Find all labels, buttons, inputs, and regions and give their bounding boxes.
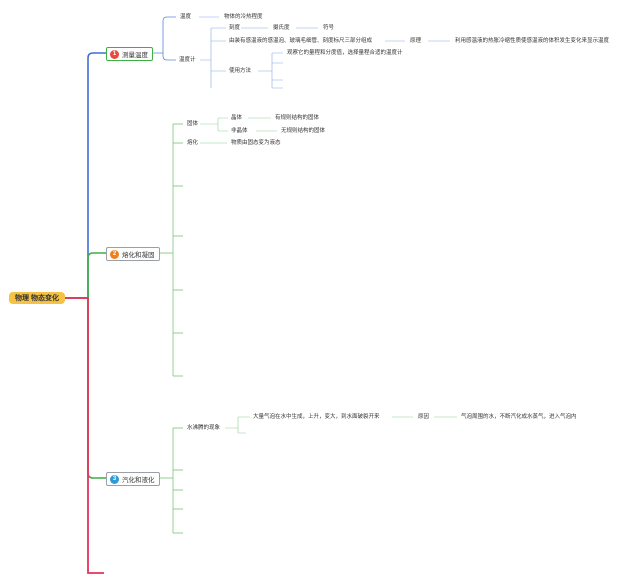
trunk-green (64, 252, 106, 299)
b1-usage-fan (258, 52, 283, 89)
node-scale[interactable]: 刻度 (229, 25, 241, 31)
number-badge-3: 3 (110, 474, 119, 484)
b1-thermo-fan (200, 27, 226, 88)
node-cause-label[interactable]: 原因 (418, 414, 430, 420)
node-usage-step[interactable]: 观察它的量程和分度值，选择量程合适的温度计 (287, 50, 403, 56)
node-amorphous-detail[interactable]: 无规则结构的固体 (281, 128, 326, 134)
branch-label: 汽化和液化 (122, 477, 155, 484)
branch-label: 熔化和凝固 (122, 252, 155, 259)
trunk-red (64, 297, 104, 574)
b2-connector (160, 123, 183, 377)
node-temperature[interactable]: 温度 (180, 14, 192, 20)
number-badge-2: 2 (110, 249, 119, 259)
branch-measure-temperature[interactable]: 1 测量温度 (106, 47, 153, 61)
node-structure[interactable]: 由装有感温液的感温泡、玻璃毛细管、刻度标尺三部分组成 (229, 38, 373, 44)
node-boiling[interactable]: 水沸腾的现象 (187, 425, 221, 431)
node-melting[interactable]: 熔化 (187, 140, 199, 146)
node-boiling-detail[interactable]: 大量气泡在水中生成，上升，变大，到水面破裂开来 (253, 414, 380, 420)
node-solid[interactable]: 固体 (187, 121, 199, 127)
b3-connector (160, 427, 183, 534)
node-amorphous[interactable]: 非晶体 (231, 128, 248, 134)
trunk-blue (64, 52, 106, 299)
b2-solid-fan (200, 117, 228, 132)
trunk-green-lower (87, 298, 106, 479)
node-symbol[interactable]: 符号 (323, 25, 335, 31)
branch-label: 测量温度 (122, 52, 148, 59)
node-principle[interactable]: 利用感温液的热胀冷缩性质使感温液的体积发生变化来显示温度 (455, 38, 610, 44)
number-badge-1: 1 (110, 49, 119, 59)
branch-melting-solidification[interactable]: 2 熔化和凝固 (106, 247, 160, 261)
node-melting-detail[interactable]: 物质由固态变为液态 (231, 140, 281, 146)
node-celsius[interactable]: 摄氏度 (273, 25, 290, 31)
node-crystal[interactable]: 晶体 (231, 115, 243, 121)
branch-vaporization-liquefaction[interactable]: 3 汽化和液化 (106, 472, 160, 486)
root-node[interactable]: 物理 物态变化 (9, 292, 65, 304)
node-principle-label[interactable]: 原理 (410, 38, 422, 44)
b3-boil-fan (225, 416, 250, 434)
node-thermometer[interactable]: 温度计 (179, 57, 196, 63)
node-usage[interactable]: 使用方法 (229, 68, 252, 74)
node-cause[interactable]: 气泡周围的水，不断汽化成水蒸气，进入气泡内 (461, 414, 577, 420)
node-crystal-detail[interactable]: 有规则结构的固体 (275, 115, 320, 121)
node-temperature-detail[interactable]: 物体的冷热程度 (224, 14, 263, 20)
b1-connector (153, 16, 176, 61)
